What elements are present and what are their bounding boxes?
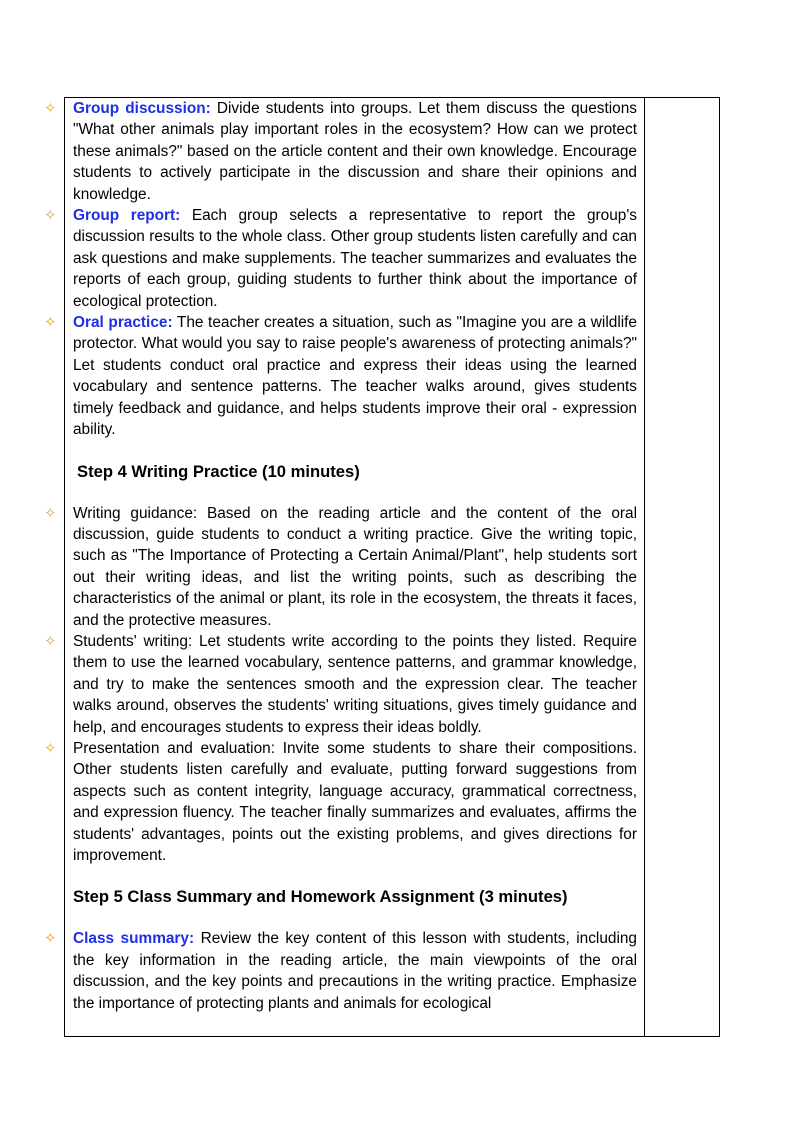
item-text: Presentation and evaluation: Invite some… [73, 739, 637, 864]
bullet-icon: ✧ [44, 313, 57, 332]
item-text: The teacher creates a situation, such as… [73, 314, 637, 439]
item-lead: Oral practice: [73, 314, 173, 332]
item-lead: Group discussion: [73, 100, 211, 117]
list-item-presentation: ✧ Presentation and evaluation: Invite so… [44, 738, 637, 866]
bullet-icon: ✧ [44, 631, 57, 650]
bullet-icon: ✧ [44, 99, 57, 117]
list-item-group-report: ✧ Group report: Each group selects a rep… [44, 205, 637, 312]
content-cell: ✧ Group discussion: Divide students into… [44, 98, 637, 1014]
bullet-icon: ✧ [44, 206, 57, 225]
item-text: Writing guidance: Based on the reading a… [73, 504, 637, 629]
bullet-icon: ✧ [44, 738, 57, 757]
list-item-oral-practice: ✧ Oral practice: The teacher creates a s… [44, 312, 637, 440]
item-text: Review the key content of this lesson wi… [73, 930, 637, 1012]
list-item-class-summary: ✧ Class summary: Review the key content … [44, 928, 637, 1014]
list-item-writing-guidance: ✧ Writing guidance: Based on the reading… [44, 503, 637, 631]
list-item-group-discussion: ✧ Group discussion: Divide students into… [44, 98, 637, 205]
step5-heading: Step 5 Class Summary and Homework Assign… [73, 887, 568, 907]
item-text: Students' writing: Let students write ac… [73, 632, 637, 736]
lesson-plan-table: ✧ Group discussion: Divide students into… [44, 97, 720, 1037]
bullet-icon: ✧ [44, 503, 57, 522]
item-text: Each group selects a representative to r… [73, 207, 637, 310]
column-divider [644, 98, 645, 1036]
list-item-students-writing: ✧ Students' writing: Let students write … [44, 631, 637, 738]
step4-heading: Step 4 Writing Practice (10 minutes) [77, 461, 360, 481]
item-lead: Group report: [73, 207, 181, 225]
item-lead: Class summary: [73, 930, 195, 948]
item-text: Divide students into groups. Let them di… [73, 100, 637, 203]
bullet-icon: ✧ [44, 929, 57, 948]
